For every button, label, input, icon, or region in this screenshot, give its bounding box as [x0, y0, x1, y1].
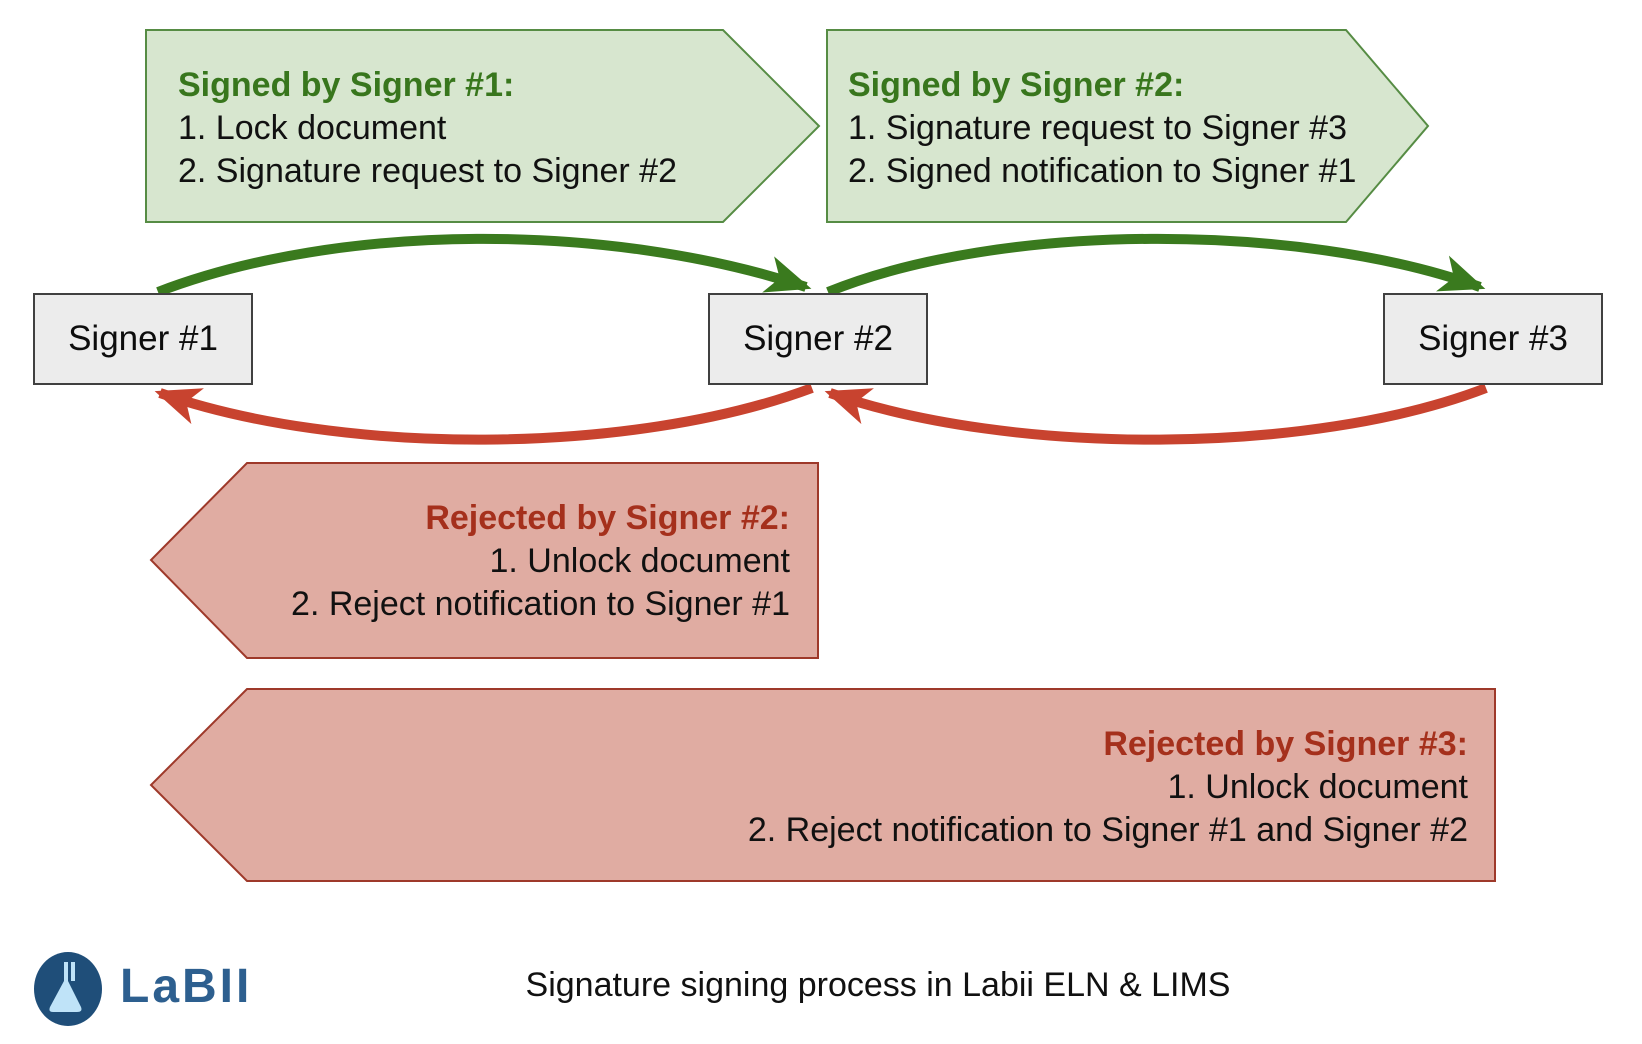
labii-wordmark: LaBII [120, 960, 253, 1013]
rejected-step-2: Rejected by Signer #3: 1. Unlock documen… [247, 693, 1468, 881]
signed-step-2-title: Signed by Signer #2: [848, 65, 1185, 104]
signed-step-2: Signed by Signer #2: 1. Signature reques… [848, 34, 1356, 222]
signed-by-signer1-shape [145, 29, 821, 223]
diagram-caption: Signature signing process in Labii ELN &… [525, 966, 1231, 1004]
signer3-label: Signer #3 [1418, 319, 1568, 358]
labii-flask-icon [34, 952, 102, 1026]
signer2-label: Signer #2 [743, 319, 893, 358]
signed-by-signer2-shape [826, 29, 1430, 223]
rejected-step-1-item-1: 1. Unlock document [489, 541, 791, 580]
signed-step-2-item-1: 1. Signature request to Signer #3 [848, 108, 1347, 147]
signed-step-1-title: Signed by Signer #1: [178, 65, 515, 104]
rejected-step-1-item-2: 2. Reject notification to Signer #1 [291, 584, 790, 623]
signer1-box: Signer #1 [33, 293, 253, 385]
signed-step-2-item-2: 2. Signed notification to Signer #1 [848, 151, 1357, 190]
signed-step-1-item-2: 2. Signature request to Signer #2 [178, 151, 677, 190]
arrow-signer2-to-signer3 [826, 233, 1486, 297]
signed-step-1-item-1: 1. Lock document [178, 108, 447, 147]
rejected-step-1: Rejected by Signer #2: 1. Unlock documen… [247, 467, 790, 655]
rejected-step-2-title: Rejected by Signer #3: [1103, 724, 1468, 763]
signer3-box: Signer #3 [1383, 293, 1603, 385]
arrow-signer1-to-signer2 [156, 233, 812, 297]
rejected-by-signer2-shape [149, 462, 819, 659]
arrow-signer2-to-signer1 [154, 383, 814, 445]
rejected-step-2-item-1: 1. Unlock document [1167, 767, 1469, 806]
rejected-by-signer3-shape [149, 688, 1496, 882]
signed-step-1: Signed by Signer #1: 1. Lock document 2.… [178, 34, 677, 222]
signer2-box: Signer #2 [708, 293, 928, 385]
rejected-step-2-item-2: 2. Reject notification to Signer #1 and … [747, 810, 1468, 849]
arrow-signer3-to-signer2 [824, 383, 1488, 445]
rejected-step-1-title: Rejected by Signer #2: [425, 498, 790, 537]
signer1-label: Signer #1 [68, 319, 218, 358]
